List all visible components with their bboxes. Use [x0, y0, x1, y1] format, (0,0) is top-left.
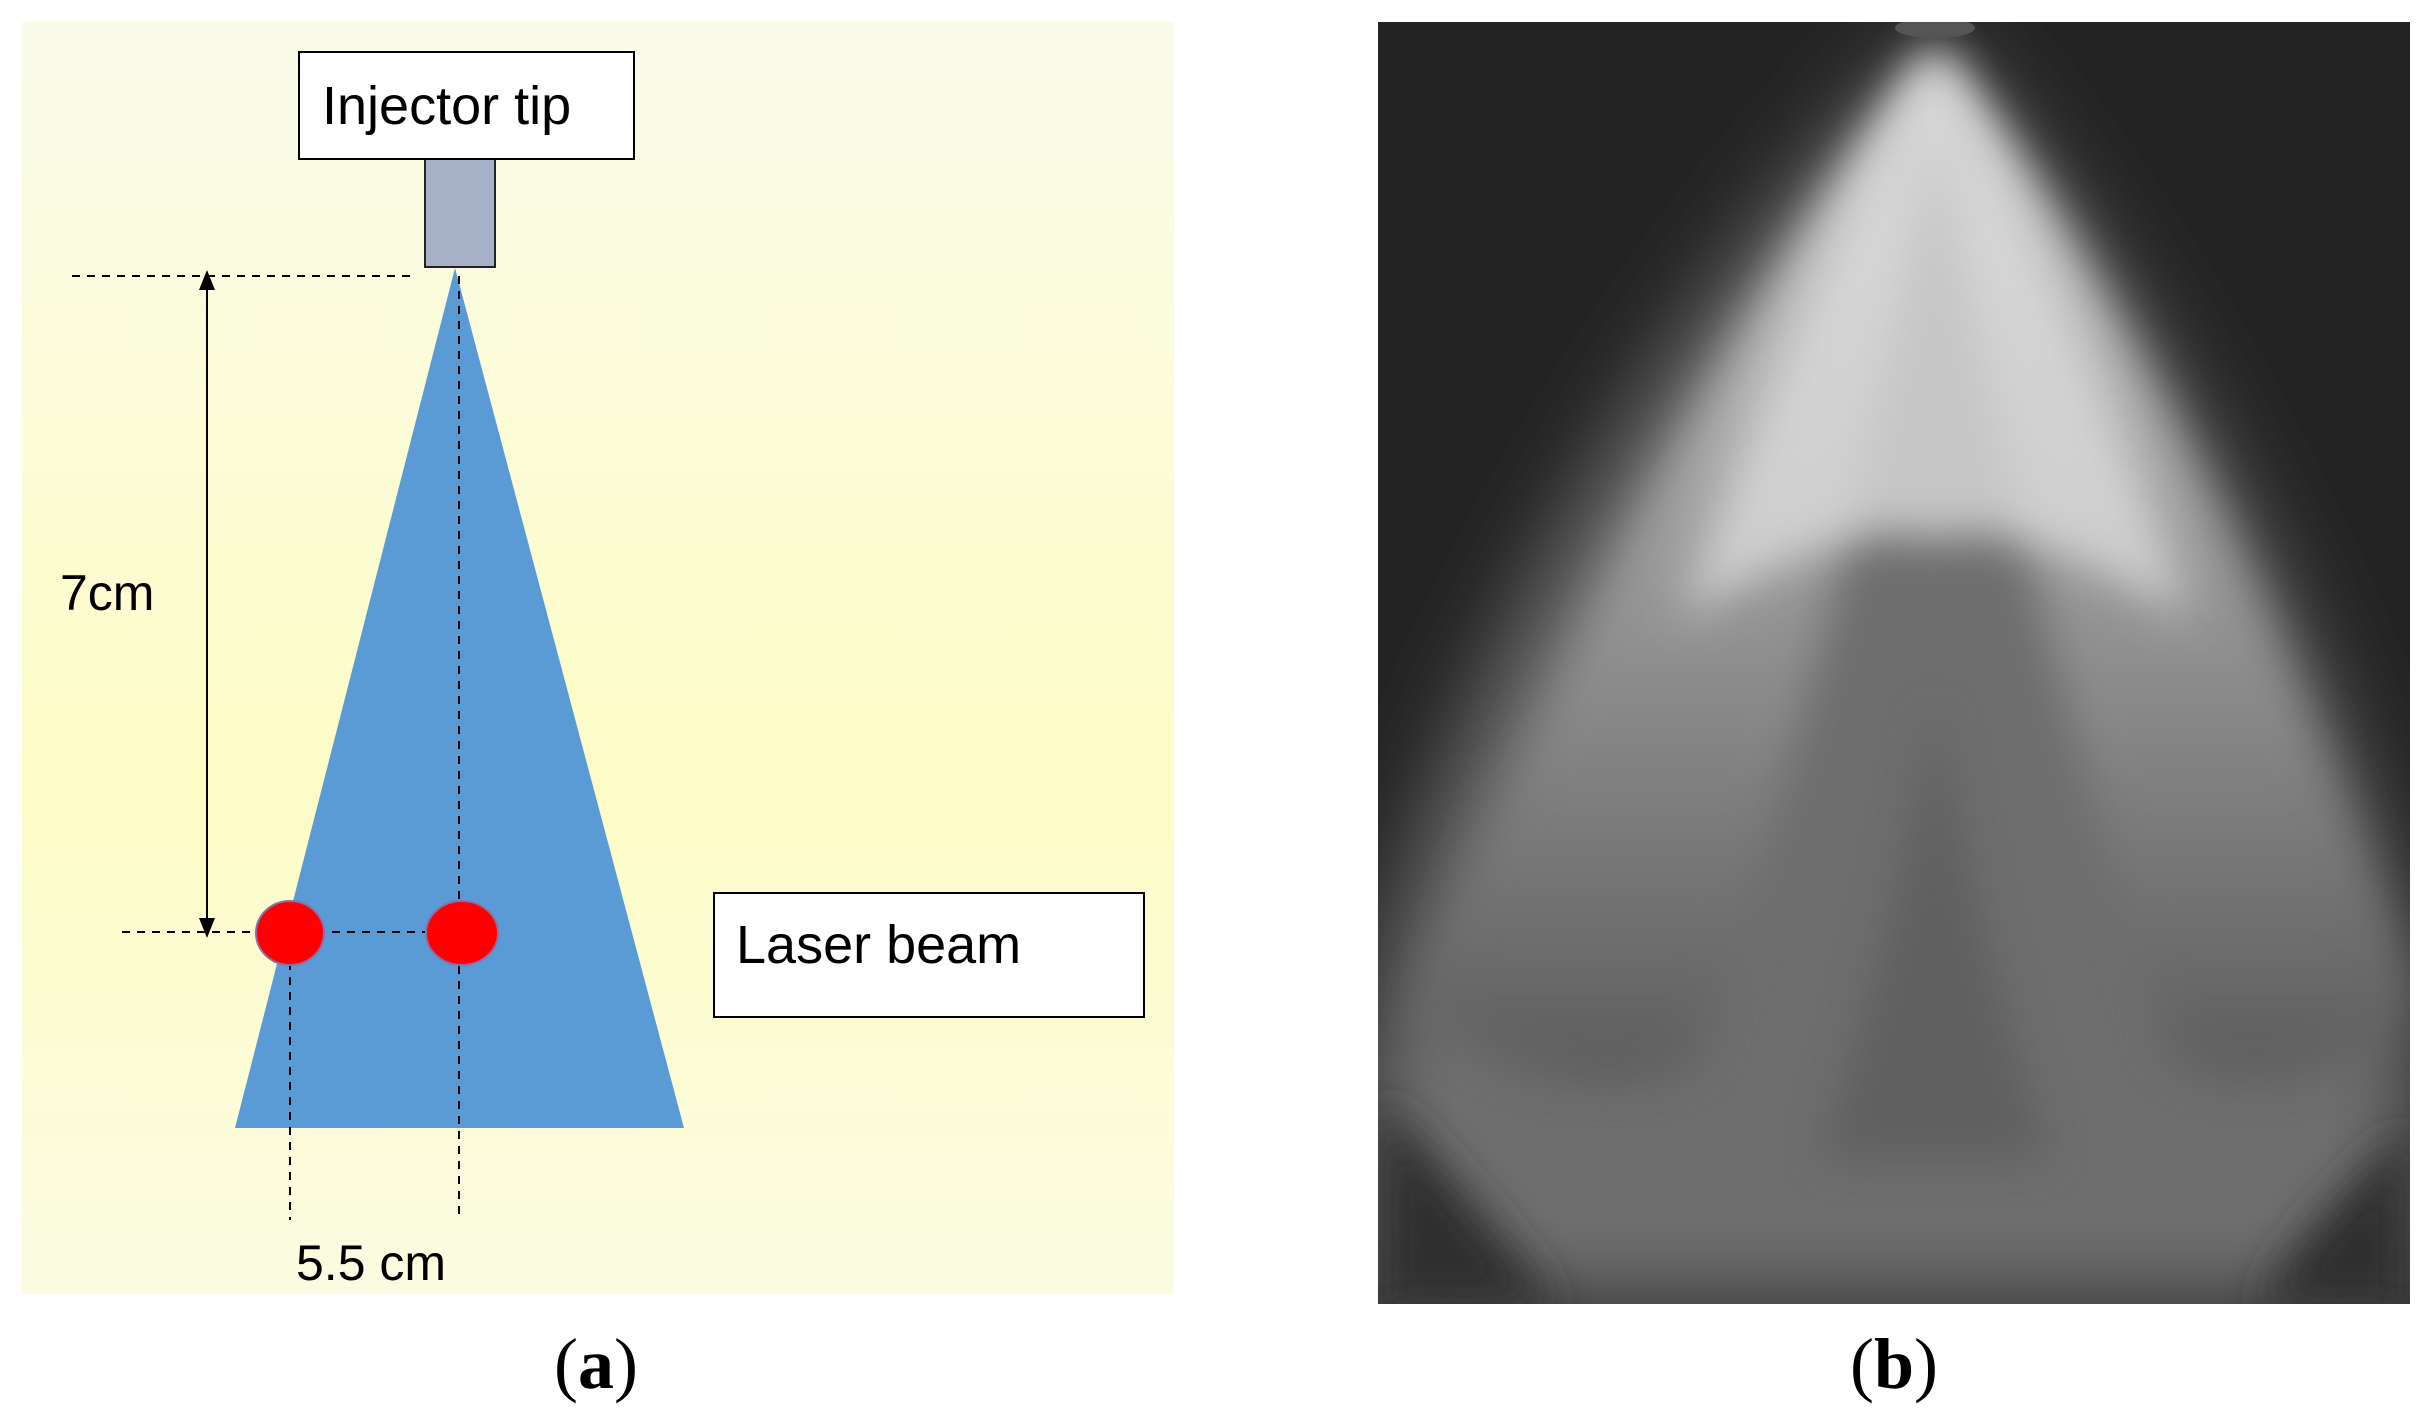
- distance-label: 7cm: [60, 565, 154, 621]
- laser-label-box: [713, 892, 1145, 1018]
- caption-b: (b): [1850, 1324, 1938, 1404]
- distance-arrow: [199, 270, 215, 938]
- injector-label-box: [298, 51, 635, 160]
- width-label: 5.5 cm: [296, 1235, 446, 1291]
- laser-spot-edge: [255, 900, 325, 966]
- panel-a-schematic: Injector tip 7cm Laser beam 5.5 cm: [22, 22, 1174, 1294]
- laser-label: Laser beam: [736, 915, 1021, 975]
- injector-body: [424, 158, 496, 268]
- injector-label: Injector tip: [322, 76, 571, 136]
- panel-b-spray-photo: [1378, 22, 2410, 1304]
- caption-a: (a): [554, 1324, 638, 1404]
- spray-plume: [1378, 22, 2410, 1304]
- laser-spot-center: [425, 900, 499, 966]
